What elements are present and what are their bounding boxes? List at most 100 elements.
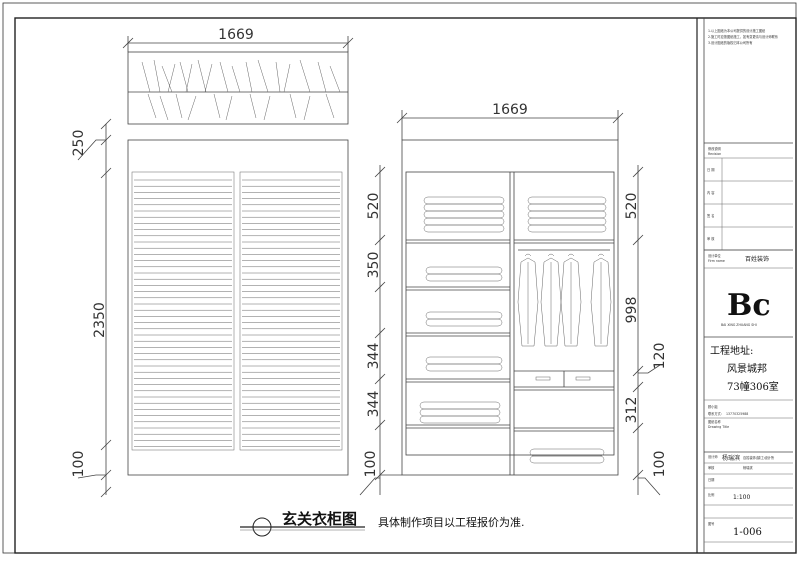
tb-revision-label: 修改说明	[708, 146, 721, 151]
book-stroke	[317, 61, 327, 93]
right-left-dim-3: 344	[366, 343, 382, 370]
tb-contact-value: 13770325988	[726, 412, 748, 416]
tb-checker-name: 杨瑞滨	[743, 465, 753, 470]
book-stroke	[225, 95, 233, 121]
book-stroke	[141, 61, 151, 93]
tb-note-1: 1.以上图纸为本公司提供的设计施工图纸	[708, 28, 766, 33]
hanging-garment	[590, 257, 612, 347]
tb-company-sub: Firm name	[708, 259, 725, 263]
book-strokes	[141, 59, 341, 121]
right-right-dim-1: 520	[624, 193, 640, 220]
tb-address-label: 工程地址:	[710, 344, 753, 357]
book-stroke	[159, 95, 169, 121]
drawing-note: 具体制作项目以工程报价为准.	[378, 515, 525, 529]
folded-garment	[527, 224, 607, 233]
folded-garment	[423, 203, 505, 212]
book-stroke	[329, 65, 341, 93]
right-left-dim-4: 344	[366, 391, 382, 418]
right-bottom-dim-right: 100	[652, 451, 668, 478]
tb-client: 顾小姐	[708, 404, 718, 409]
left-bottom-height-dim: 100	[71, 451, 87, 478]
book-stroke	[167, 63, 176, 93]
book-stroke	[231, 65, 241, 93]
tb-note-3: 3.设计图纸的版权归本公司所有	[708, 40, 752, 45]
folded-garment	[423, 196, 505, 205]
tb-rev-row-4: 审 核	[707, 236, 715, 241]
tb-sheet-value: 1-006	[733, 527, 762, 538]
folded-garment	[527, 196, 607, 205]
right-left-dim-1: 520	[366, 193, 382, 220]
folded-garment	[419, 415, 501, 424]
tb-logo: Bc	[727, 288, 771, 323]
drawing-title: 玄关衣柜图	[282, 510, 357, 528]
folded-garment	[425, 363, 503, 372]
book-stroke	[299, 59, 311, 93]
book-stroke	[283, 63, 291, 93]
book-stroke	[161, 65, 173, 93]
louver-slats	[134, 179, 340, 447]
book-stroke	[219, 61, 229, 93]
tb-note-2: 2.施工时应按图纸施工，如有变更请与设计师联系	[708, 34, 778, 39]
tb-rev-row-1: 日 期	[707, 167, 714, 172]
folded-clothes	[419, 196, 607, 464]
folded-garment	[423, 217, 505, 226]
right-right-dim-3: 120	[652, 343, 668, 370]
tb-scale-label: 比例	[708, 492, 714, 497]
hanging-garment	[517, 257, 539, 347]
right-right-dim-2: 998	[624, 297, 640, 324]
hanger-hook	[547, 253, 555, 257]
book-stroke	[325, 93, 335, 119]
right-bottom-dim: 100	[363, 451, 379, 478]
book-stroke	[185, 63, 193, 93]
book-stroke	[289, 93, 297, 119]
folded-garment	[529, 455, 605, 464]
folded-garment	[425, 311, 503, 320]
book-stroke	[245, 61, 253, 93]
tb-rev-row-2: 内 容	[707, 190, 715, 195]
tb-drawing-no-label: 图纸名称	[708, 419, 722, 424]
folded-garment	[527, 210, 607, 219]
hanging-clothes	[517, 253, 612, 347]
tb-company-name: 百姓装饰	[745, 255, 769, 263]
tb-scale-value: 1:100	[733, 494, 750, 501]
hanger-hook	[524, 253, 532, 257]
book-stroke	[153, 59, 161, 93]
book-stroke	[263, 95, 271, 121]
folded-garment	[425, 356, 503, 365]
folded-garment	[419, 408, 501, 417]
tb-drawing-no-sub: Drawing Title	[708, 425, 729, 429]
tb-checker-label: 审核	[708, 465, 715, 470]
hanging-garment	[560, 257, 582, 347]
right-right-dim-4: 312	[624, 397, 640, 424]
drawing-title-group: 玄关衣柜图 具体制作项目以工程报价为准.	[240, 510, 525, 537]
right-left-dim-2: 350	[366, 252, 382, 279]
book-stroke	[187, 95, 197, 121]
tb-designer-label: 设计师	[708, 454, 718, 459]
book-stroke	[179, 61, 189, 93]
book-stroke	[175, 93, 183, 119]
tb-address-line1: 风景城邦	[727, 362, 767, 375]
book-stroke	[275, 61, 281, 93]
right-elevation: 1669	[359, 102, 668, 496]
hanger-hook	[597, 253, 605, 257]
tb-address-line2: 73幢306室	[727, 380, 779, 393]
left-main-height-dim: 2350	[92, 302, 108, 338]
folded-garment	[527, 217, 607, 226]
book-stroke	[147, 93, 157, 119]
left-elevation: 1669 250 2350 100	[71, 27, 354, 498]
hanging-garment	[540, 257, 562, 347]
title-block: 1.以上图纸为本公司提供的设计施工图纸 2.施工时应按图纸施工，如有变更请与设计…	[696, 18, 793, 553]
tb-rev-row-3: 签 名	[707, 213, 714, 218]
tb-revision-sub: Revision	[708, 152, 721, 156]
tb-designer-name: 杨瑞滨	[722, 454, 740, 462]
folded-garment	[423, 210, 505, 219]
folded-garment	[425, 273, 503, 282]
left-top-height-dim: 250	[71, 130, 87, 157]
left-width-dim: 1669	[218, 27, 254, 43]
outer-border	[2, 2, 797, 554]
book-stroke	[204, 63, 213, 93]
folded-garment	[425, 266, 503, 275]
tb-contact-label: 联系方式:	[708, 411, 722, 416]
folded-garment	[419, 401, 501, 410]
